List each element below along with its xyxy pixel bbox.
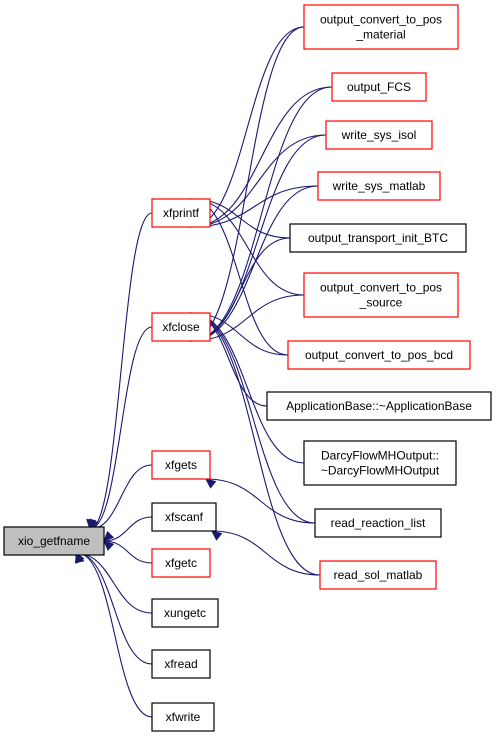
node-label: _material (355, 28, 405, 42)
node-output-fcs[interactable]: output_FCS (331, 72, 427, 102)
edge-xfgetc-to-xio_getfname (103, 540, 153, 564)
node-xfprintf[interactable]: xfprintf (151, 198, 211, 228)
node-label: read_sol_matlab (334, 568, 423, 582)
edge-output_FCS-to-xfprintf (190, 86, 333, 228)
node-write-sys-isol[interactable]: write_sys_isol (325, 120, 433, 150)
node-box (151, 702, 215, 732)
node-xfgetc[interactable]: xfgetc (151, 548, 211, 578)
node-box (325, 120, 433, 150)
node-box (151, 450, 211, 480)
node-label: ~DarcyFlowMHOutput (321, 464, 440, 478)
node-box (151, 598, 219, 628)
node-box (289, 223, 467, 253)
node-output-convert-to-pos-bcd[interactable]: output_convert_to_pos_bcd (287, 340, 471, 370)
edge-arrowhead (211, 530, 223, 541)
call-graph-nodes: xio_getfname xfprintf xfclose xfgets xfscanf… (3, 4, 492, 732)
node-xfwrite[interactable]: xfwrite (151, 702, 215, 732)
node-xfscanf[interactable]: xfscanf (151, 502, 217, 532)
node-label: xfclose (162, 320, 200, 334)
node-box (303, 272, 459, 318)
node-label: _source (359, 296, 403, 310)
node-box (287, 340, 471, 370)
edge-xfwrite-to-xio_getfname (77, 552, 153, 718)
edge-xfgets-to-xio_getfname (89, 464, 153, 530)
node-box (319, 560, 437, 590)
node-label: write_sys_isol (341, 128, 417, 142)
edge-xfclose-to-xio_getfname (89, 326, 153, 530)
node-label: xfwrite (166, 710, 201, 724)
node-box (3, 526, 105, 556)
edge-arrowhead (103, 540, 115, 551)
node-box (314, 508, 442, 538)
node-label: xfread (164, 657, 197, 671)
edge-read_sol_matlab-to-xfscanf (211, 530, 321, 576)
node-xfgets[interactable]: xfgets (151, 450, 211, 480)
node-box (151, 548, 211, 578)
node-write-sys-matlab[interactable]: write_sys_matlab (317, 171, 441, 201)
edge-output_convert_to_pos_material-to-xfclose (190, 26, 305, 342)
node-label: output_convert_to_pos (320, 281, 442, 295)
node-label: DarcyFlowMHOutput:: (321, 449, 439, 463)
node-label: xfscanf (165, 510, 204, 524)
edge-read_reaction_list-to-xfgets (205, 478, 316, 524)
node-label: read_reaction_list (331, 516, 426, 530)
node-xungetc[interactable]: xungetc (151, 598, 219, 628)
node-read-reaction-list[interactable]: read_reaction_list (314, 508, 442, 538)
node-label: xfprintf (163, 206, 200, 220)
edge-xfread-to-xio_getfname (76, 552, 153, 665)
node-label: output_transport_init_BTC (308, 231, 448, 245)
node-label: output_convert_to_pos (320, 13, 442, 27)
edge-xfprintf-to-xio_getfname (89, 212, 153, 530)
node-read-sol-matlab[interactable]: read_sol_matlab (319, 560, 437, 590)
node-output-transport-init-btc[interactable]: output_transport_init_BTC (289, 223, 467, 253)
node-xfread[interactable]: xfread (151, 649, 211, 679)
node-label: output_convert_to_pos_bcd (305, 348, 453, 362)
node-box (151, 312, 211, 342)
node-output-convert-to-pos-source[interactable]: output_convert_to_pos_source (303, 272, 459, 318)
edge-xungetc-to-xio_getfname (75, 552, 153, 614)
node-box (151, 649, 211, 679)
node-box (303, 440, 457, 486)
node-box (266, 391, 492, 421)
edge-arrowhead (205, 478, 217, 489)
node-label: xfgetc (165, 556, 197, 570)
edge-read_sol_matlab-to-xfclose (190, 312, 321, 576)
edge-write_sys_isol-to-xfprintf (190, 134, 327, 228)
node-output-convert-to-pos-material[interactable]: output_convert_to_pos_material (303, 4, 459, 50)
edge-output_convert_to_pos_material-to-xfprintf (190, 26, 305, 228)
node-label: ApplicationBase::~ApplicationBase (286, 399, 472, 413)
node-label: xio_getfname (18, 534, 90, 548)
node-label: xfgets (165, 458, 197, 472)
node-label: output_FCS (347, 80, 411, 94)
node-label: write_sys_matlab (332, 179, 426, 193)
node-darcyflowmhoutput[interactable]: DarcyFlowMHOutput::~DarcyFlowMHOutput (303, 440, 457, 486)
node-box (151, 502, 217, 532)
edge-xfscanf-to-xio_getfname (103, 516, 153, 542)
edge-arrowhead (103, 530, 115, 542)
node-xio-getfname[interactable]: xio_getfname (3, 526, 105, 556)
node-box (331, 72, 427, 102)
node-applicationbase[interactable]: ApplicationBase::~ApplicationBase (266, 391, 492, 421)
node-box (303, 4, 459, 50)
node-xfclose[interactable]: xfclose (151, 312, 211, 342)
edge-read_reaction_list-to-xfclose (190, 312, 316, 524)
node-box (317, 171, 441, 201)
node-label: xungetc (164, 606, 206, 620)
node-box (151, 198, 211, 228)
